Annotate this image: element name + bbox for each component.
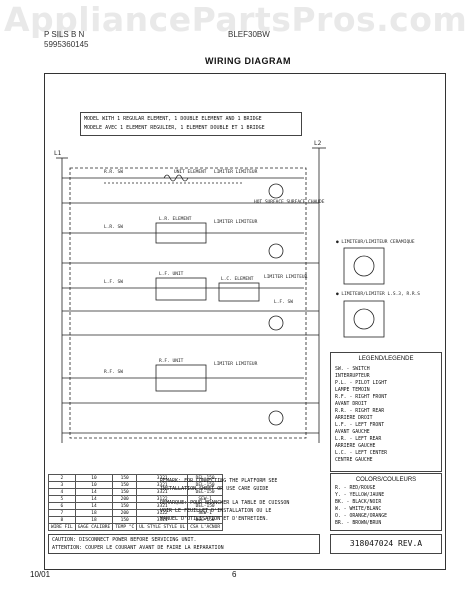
- legend-row: L.C. - LEFT CENTER: [335, 451, 387, 456]
- watermark-text: AppliancePartsPros.com: [4, 0, 468, 39]
- color-row: BR. - BROWN/BRUN: [335, 521, 382, 526]
- switch-label-rr: R.R. SW: [104, 169, 123, 175]
- table-cell: 150: [112, 516, 138, 524]
- remark-fr-2: VOIR LE FEUILLET D'INSTALLATION OU LE: [160, 508, 272, 514]
- page-title: WIRING DIAGRAM: [205, 56, 291, 66]
- legend-row: INTERRUPTEUR: [335, 374, 370, 379]
- table-cell: 5: [48, 495, 76, 503]
- color-row: R. - RED/ROUGE: [335, 486, 376, 491]
- table-cell: 2: [48, 474, 76, 482]
- row-lr: [62, 222, 319, 264]
- caution-box: CAUTION: DISCONNECT POWER BEFORE SERVICI…: [48, 534, 320, 554]
- legend-row: ARRIERE GAUCHE: [335, 444, 376, 449]
- model-box: MODEL WITH 1 REGULAR ELEMENT, 1 DOUBLE E…: [80, 112, 302, 136]
- l1-label: L1: [54, 150, 62, 157]
- legend-row: CENTRE GAUCHE: [335, 458, 373, 463]
- table-cell: 14: [74, 488, 114, 496]
- caution-fr: ATTENTION: COUPER LE COURANT AVANT DE FA…: [52, 545, 224, 551]
- header-left-line2: 5995360145: [44, 40, 89, 49]
- limiter-label-1: LIMITER LIMITEUR: [214, 169, 258, 175]
- element-label-1: UNIT ELEMENT: [174, 169, 207, 175]
- table-header: WIRE FIL: [48, 523, 76, 531]
- remark-fr-1: REMARQUE: POUR BRANCHER LA TABLE DE CUIS…: [160, 500, 290, 506]
- table-cell: 150: [112, 488, 138, 496]
- table-cell: 10: [74, 481, 114, 489]
- table-cell: 6: [48, 502, 76, 510]
- remark-en-1: REMARK: FOR CONNECTING THE PLATFORM SEE: [160, 478, 278, 484]
- switch-label-lf: L.F. SW: [104, 279, 123, 285]
- legend-row: SW. - SWITCH: [335, 367, 370, 372]
- legend-row: AVANT GAUCHE: [335, 430, 370, 435]
- switch-label-lr: L.R. SW: [104, 224, 123, 230]
- model-line-fr: MODELE AVEC 1 ELEMENT REGULIER, 1 ELEMEN…: [84, 125, 265, 131]
- table-cell: 18: [74, 516, 114, 524]
- header-model: BLEF30BW: [228, 30, 270, 39]
- table-cell: 3: [48, 481, 76, 489]
- color-row: O. - ORANGE/ORANGE: [335, 514, 387, 519]
- table-cell: 10: [74, 474, 114, 482]
- hot-surface-label: HOT SURFACE SURFACE CHAUDE: [254, 199, 325, 205]
- limiter-label-2: LIMITER LIMITEUR: [214, 219, 258, 225]
- caution-en: CAUTION: DISCONNECT POWER BEFORE SERVICI…: [52, 537, 197, 543]
- table-header: UL STYLE STYLE UL: [136, 523, 189, 531]
- legend-row: AVANT DROIT: [335, 402, 367, 407]
- diagram-sheet: [44, 73, 446, 570]
- color-row: Y. - YELLOW/JAUNE: [335, 493, 385, 498]
- table-cell: 14: [74, 502, 114, 510]
- row-rf: [62, 364, 319, 434]
- legend-box: LEGEND/LEGENDE SW. - SWITCH INTERRUPTEUR…: [330, 352, 442, 472]
- colors-box: COLORS/COULEURS R. - RED/ROUGE Y. - YELL…: [330, 473, 442, 531]
- table-cell: 150: [112, 502, 138, 510]
- legend-row: L.R. - LEFT REAR: [335, 437, 382, 442]
- remark-en-2: INSTALLATION SHEET OR USE CARE GUIDE: [160, 486, 269, 492]
- element-label-2: L.R. ELEMENT: [159, 216, 192, 222]
- row-lf: [62, 277, 319, 336]
- remark-fr-3: MANUEL D'UTILISATION ET D'ENTRETIEN.: [160, 516, 269, 522]
- legend-row: ARRIERE DROIT: [335, 416, 373, 421]
- element-label-4: L.C. ELEMENT: [221, 276, 254, 282]
- table-cell: 150: [112, 474, 138, 482]
- color-row: BK. - BLACK/NOIR: [335, 500, 382, 505]
- legend-row: P.L. - PILOT LIGHT: [335, 381, 387, 386]
- legend-row: R.F. - RIGHT FRONT: [335, 395, 387, 400]
- limiter-label-3: LIMITER LIMITEUR: [264, 274, 308, 280]
- limiter-label-4: LIMITER LIMITEUR: [214, 361, 258, 367]
- colors-title: COLORS/COULEURS: [355, 477, 417, 483]
- element-label-3: L.F. UNIT: [159, 271, 184, 277]
- color-row: W. - WHITE/BLANC: [335, 507, 382, 512]
- table-cell: 8: [48, 516, 76, 524]
- table-cell: 200: [112, 495, 138, 503]
- legend-row: L.F. - LEFT FRONT: [335, 423, 385, 428]
- model-line-en: MODEL WITH 1 REGULAR ELEMENT, 1 DOUBLE E…: [84, 116, 262, 122]
- table-cell: 4: [48, 488, 76, 496]
- row-rr: [62, 174, 319, 204]
- limiter-note-1: ● LIMITEUR/LIMITEUR CERAMIQUE: [336, 239, 415, 245]
- table-header: TEMP °C: [112, 523, 138, 531]
- legend-row: LAMPE TEMOIN: [335, 388, 370, 393]
- table-cell: 14: [74, 495, 114, 503]
- l2-label: L2: [314, 140, 322, 147]
- footer-page-number: 6: [232, 570, 237, 579]
- part-number: 318047024 REV.A: [330, 534, 442, 554]
- table-cell: 150: [112, 481, 138, 489]
- table-header: CSA L'ACNOR: [187, 523, 224, 531]
- limiter-note-2: ● LIMITEUR/LIMITER L.S.3, R.R.S: [336, 291, 420, 297]
- switch-label-rf: R.F. SW: [104, 369, 123, 375]
- table-cell: 200: [112, 509, 138, 517]
- element-label-5: R.F. UNIT: [159, 358, 184, 364]
- table-header: GAGE CALIBRE: [74, 523, 114, 531]
- legend-title: LEGEND/LEGENDE: [358, 356, 414, 362]
- legend-row: R.R. - RIGHT REAR: [335, 409, 385, 414]
- footer-date: 10/01: [30, 570, 51, 579]
- wiring-schematic: L1 L2 UNIT ELEMENT L.R. ELEMENT L.F. UNI…: [54, 140, 420, 443]
- switch-label-lf2: L.F. SW: [274, 299, 293, 305]
- table-cell: 18: [74, 509, 114, 517]
- header-left-line1: P SILS B N: [44, 30, 85, 39]
- table-cell: 7: [48, 509, 76, 517]
